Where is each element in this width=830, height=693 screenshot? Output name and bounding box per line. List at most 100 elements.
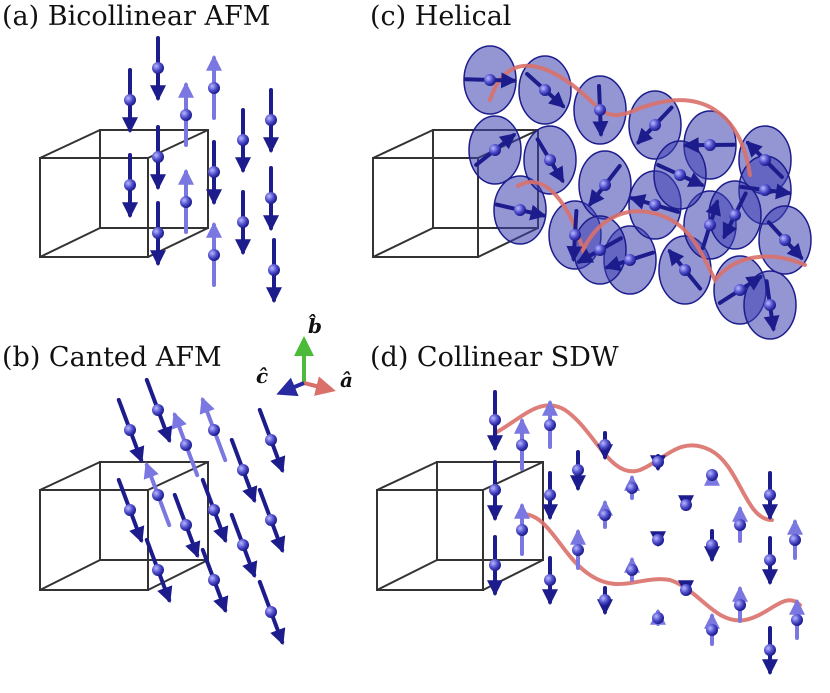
spin-arrow bbox=[597, 499, 613, 529]
spin-site bbox=[652, 456, 664, 468]
spin-site bbox=[124, 94, 136, 106]
spin-arrow bbox=[257, 407, 286, 474]
spin-arrow bbox=[628, 194, 681, 214]
spin-arrow bbox=[178, 81, 194, 147]
spin-site bbox=[594, 104, 606, 116]
helical-wave-upper bbox=[488, 63, 752, 177]
spin-site bbox=[626, 482, 638, 494]
spin-arrow bbox=[624, 556, 640, 582]
spin-site bbox=[180, 519, 192, 531]
spin-arrow bbox=[257, 487, 286, 554]
spin-arrow bbox=[172, 492, 201, 559]
spin-site bbox=[489, 484, 501, 496]
spin-site bbox=[489, 559, 501, 571]
spin-site bbox=[180, 196, 192, 208]
spin-site bbox=[124, 424, 136, 436]
unit-cell-a bbox=[39, 129, 209, 258]
spin-site bbox=[152, 227, 164, 239]
spin-site bbox=[764, 644, 776, 656]
spin-arrow bbox=[597, 586, 613, 616]
spin-site bbox=[652, 534, 664, 546]
spin-arrow bbox=[199, 396, 228, 463]
spin-arrow bbox=[535, 137, 565, 184]
panel-d-title: (d) Collinear SDW bbox=[370, 342, 619, 373]
spin-site bbox=[599, 594, 611, 606]
c-axis-arrow bbox=[276, 377, 305, 397]
spin-arrow bbox=[588, 164, 622, 207]
spin-arrow bbox=[487, 390, 503, 452]
spin-site bbox=[789, 534, 801, 546]
spin-site bbox=[180, 439, 192, 451]
spin-arrow bbox=[650, 454, 666, 472]
spin-arrow bbox=[263, 166, 279, 232]
spin-arrow bbox=[122, 153, 138, 219]
c-axis-label: ĉ bbox=[256, 364, 269, 388]
spin-site bbox=[679, 264, 691, 276]
spin-site bbox=[649, 199, 661, 211]
spin-arrow bbox=[263, 88, 279, 154]
spin-site bbox=[704, 219, 716, 231]
spin-site bbox=[237, 216, 249, 228]
spin-arrow bbox=[178, 168, 194, 234]
spin-arrow bbox=[235, 108, 251, 174]
spin-arrow bbox=[763, 279, 780, 332]
spin-arrow bbox=[704, 469, 720, 486]
spin-site bbox=[734, 284, 746, 296]
panel-a-title: (a) Bicollinear AFM bbox=[2, 1, 271, 32]
spin-site bbox=[706, 539, 718, 551]
spin-arrow bbox=[787, 518, 803, 560]
helical-spin-discs bbox=[463, 45, 812, 340]
spin-site bbox=[791, 614, 803, 626]
spin-site bbox=[208, 249, 220, 261]
spin-site bbox=[544, 154, 556, 166]
spin-arrow bbox=[700, 199, 721, 250]
spin-arrow bbox=[566, 209, 583, 263]
spin-arrow bbox=[144, 537, 173, 604]
spin-site bbox=[649, 119, 661, 131]
spin-site bbox=[544, 419, 556, 431]
unit-cell-b bbox=[39, 461, 209, 591]
spin-arrow bbox=[171, 411, 200, 478]
spin-site bbox=[516, 524, 528, 536]
helical-wave-lower bbox=[516, 180, 807, 284]
a-axis-arrow bbox=[303, 376, 336, 396]
spin-site bbox=[759, 184, 771, 196]
spin-site bbox=[208, 574, 220, 586]
spin-arrow bbox=[570, 528, 586, 570]
spin-site bbox=[599, 439, 611, 451]
spin-site bbox=[624, 254, 636, 266]
spin-arrow bbox=[650, 608, 666, 626]
spin-site bbox=[152, 404, 164, 416]
spin-site bbox=[539, 84, 551, 96]
spin-site bbox=[779, 234, 791, 246]
spin-arrow bbox=[624, 474, 640, 500]
spin-arrow bbox=[597, 431, 613, 461]
spin-arrow bbox=[206, 54, 222, 120]
spin-site bbox=[208, 166, 220, 178]
spin-site bbox=[514, 204, 526, 216]
spin-site bbox=[704, 139, 716, 151]
spin-arrow bbox=[122, 68, 138, 134]
spin-arrow bbox=[542, 556, 558, 606]
spin-arrow bbox=[682, 137, 736, 154]
spin-arrow bbox=[514, 502, 530, 556]
sdw-wave-lower bbox=[521, 512, 802, 623]
spin-site bbox=[489, 144, 501, 156]
spin-arrow bbox=[667, 248, 703, 291]
spin-arrow bbox=[592, 84, 609, 138]
spin-arrow bbox=[762, 471, 778, 521]
spin-site bbox=[734, 599, 746, 611]
spin-arrow bbox=[732, 585, 748, 623]
spin-arrow bbox=[525, 72, 566, 109]
spin-arrow bbox=[678, 580, 694, 597]
spin-arrow bbox=[739, 183, 792, 200]
spin-site bbox=[759, 154, 771, 166]
spin-arrow bbox=[678, 495, 694, 512]
spin-arrow bbox=[789, 598, 805, 640]
spin-site bbox=[569, 229, 581, 241]
spin-arrow bbox=[656, 163, 705, 187]
spin-arrow bbox=[200, 547, 229, 614]
spin-site bbox=[265, 606, 277, 618]
spin-site bbox=[544, 489, 556, 501]
